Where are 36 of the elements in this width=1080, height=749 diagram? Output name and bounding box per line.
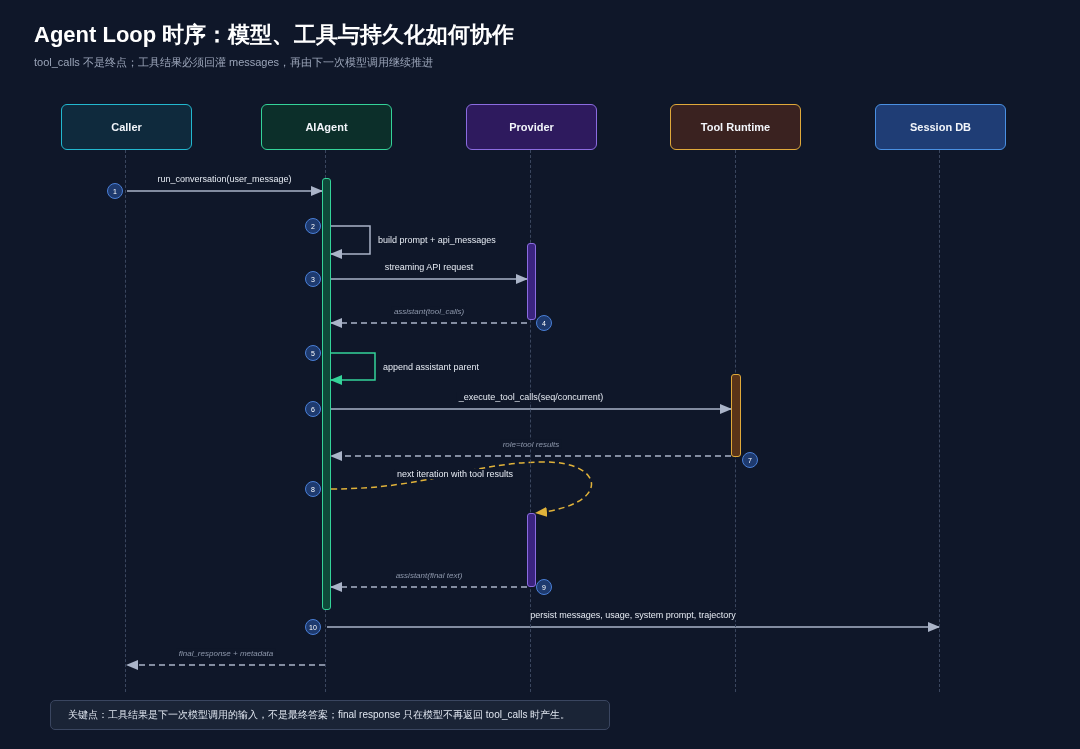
edge-label: assistant(tool_calls)	[391, 306, 467, 316]
activation-bar	[322, 178, 331, 610]
arrow	[330, 404, 732, 414]
activation-bar	[731, 374, 741, 457]
activation-bar	[527, 513, 536, 587]
arrow	[126, 186, 323, 196]
lifeline	[939, 150, 941, 692]
arrow	[126, 660, 326, 670]
edge-label: next iteration with tool results	[394, 469, 516, 479]
participant-box: Session DB	[875, 104, 1006, 150]
edge-label: final_response + metadata	[176, 648, 276, 658]
edge-label: _execute_tool_calls(seq/concurrent)	[456, 392, 606, 402]
arrow	[330, 451, 732, 461]
participant-box: AIAgent	[261, 104, 392, 150]
activation-bar	[527, 243, 536, 320]
note-box: 关键点：工具结果是下一次模型调用的输入，不是最终答案；final response 只在模型不再返回 tool_calls 时产生。	[50, 700, 610, 730]
subtitle: tool_calls 不是终点；工具结果必须回灌 messages，再由下一次模型调用继续推进	[34, 55, 434, 70]
arrow	[330, 461, 593, 517]
arrow	[330, 352, 376, 385]
lifeline	[125, 150, 127, 692]
participant-box: Tool Runtime	[670, 104, 801, 150]
edge-label: role=tool results	[500, 439, 562, 449]
edge-label: streaming API request	[382, 262, 476, 272]
title: Agent Loop 时序：模型、工具与持久化如何协作	[34, 21, 515, 49]
arrow	[330, 274, 528, 284]
participant-box: Caller	[61, 104, 192, 150]
arrow	[330, 225, 371, 259]
arrow	[330, 582, 528, 592]
arrow	[330, 318, 528, 328]
participant-box: Provider	[466, 104, 597, 150]
edge-label: persist messages, usage, system prompt, trajectory	[528, 610, 738, 620]
edge-label: append assistant parent	[381, 361, 482, 372]
edge-label: assistant(final text)	[393, 570, 465, 580]
edge-label: build prompt + api_messages	[376, 235, 498, 245]
arrow	[326, 622, 940, 632]
edge-label: run_conversation(user_message)	[155, 174, 294, 184]
